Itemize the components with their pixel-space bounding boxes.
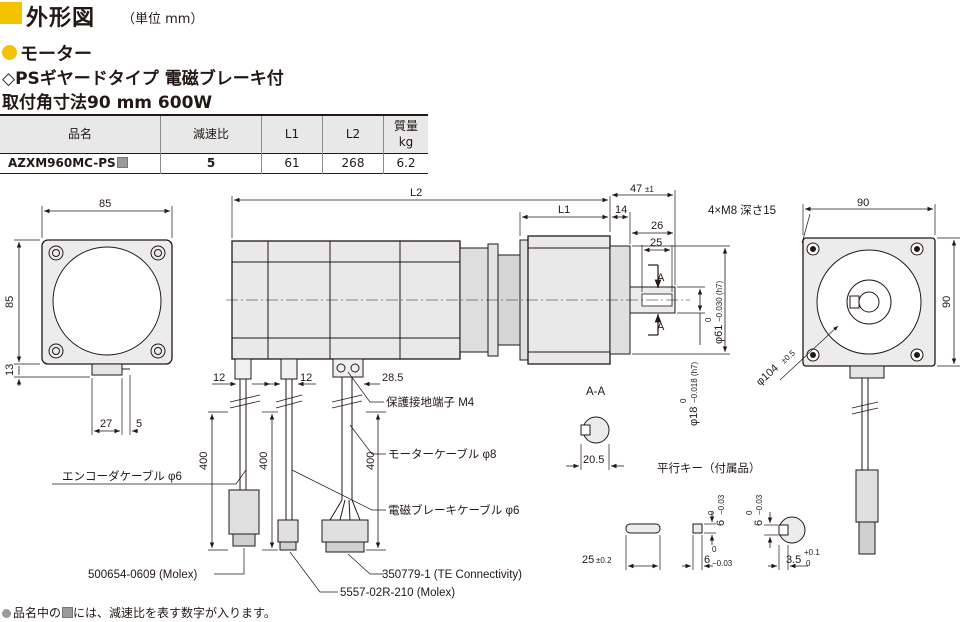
dim-left-width: 85	[99, 198, 111, 210]
col-mass-label: 質量	[393, 119, 418, 134]
dim-key-w1: 6	[704, 554, 710, 566]
col-mass-unit: kg	[398, 135, 414, 150]
footnote-text: 品名中の	[13, 606, 62, 620]
right-end-view	[779, 204, 960, 555]
footnote: 品名中のには、減速比を表す数字が入ります。	[2, 604, 276, 621]
dim-key-h: 6	[753, 520, 765, 526]
callout-brake-cable: 電磁ブレーキケーブル φ6	[388, 503, 519, 517]
cell-mass: 6.2	[383, 153, 428, 173]
dim-pcd-tol: ±0.5	[779, 348, 797, 365]
callout-motor-cable: モーターケーブル φ8	[388, 447, 496, 461]
key-title: 平行キー（付属品）	[657, 462, 761, 475]
dim-key-h-tol-lower: −0.03	[755, 494, 764, 515]
dim-left-conn: 27	[100, 418, 112, 430]
dim-47-tol: ±1	[645, 185, 654, 194]
cell-model: AZXM960MC-PS	[0, 153, 161, 173]
dim-phi61-tol-lower: −0.030 (h7)	[715, 281, 724, 322]
dim-phi18: φ18	[688, 407, 700, 426]
col-l1: L1	[261, 115, 323, 153]
ratio-placeholder-icon	[62, 607, 74, 618]
product-subtype: ◇PSギヤードタイプ 電磁ブレーキ付	[2, 69, 284, 89]
dim-right-height: 90	[941, 296, 953, 308]
dim-phi18-tol-upper: 0	[679, 398, 688, 403]
section-heading: モーター	[20, 44, 92, 65]
dim-key-w2: 6	[715, 520, 727, 526]
col-model: 品名	[67, 127, 92, 142]
dim-12a: 12	[213, 372, 225, 384]
dim-key-len-tol: ±0.2	[596, 556, 612, 565]
dim-key-len: 25	[582, 554, 594, 566]
section-aa-title: A-A	[586, 386, 606, 398]
dim-key-w2-tol-lower: −0.03	[717, 494, 726, 515]
dim-l1: L1	[558, 204, 570, 216]
dim-right-width: 90	[857, 197, 869, 209]
dim-12b: 12	[300, 372, 312, 384]
mount-size: 取付角寸法90 mm 600W	[2, 93, 213, 113]
section-mark-a-top: A	[657, 272, 665, 284]
section-aa-view	[566, 416, 624, 470]
dim-26: 26	[651, 220, 663, 232]
dim-pcd: φ104	[754, 362, 781, 388]
footnote-text-tail: には、減速比を表す数字が入ります。	[73, 606, 276, 620]
dim-left-conn2: 5	[136, 418, 142, 430]
footnote-bullet-icon	[2, 609, 11, 618]
unit-note: （単位 mm）	[122, 12, 204, 27]
cell-l1: 61	[261, 153, 323, 173]
dim-key-w1-tol-lower: −0.03	[712, 559, 733, 568]
dim-l2: L2	[410, 187, 422, 199]
dim-left-height: 85	[4, 296, 16, 308]
dim-14: 14	[615, 204, 627, 216]
cell-l2: 268	[322, 153, 384, 173]
title-marker	[0, 2, 22, 24]
side-view	[52, 190, 730, 593]
dim-phi61: φ61	[713, 325, 725, 344]
table-row: AZXM960MC-PS 5 61 268 6.2	[0, 153, 428, 173]
dim-key-depth: 3.5	[786, 554, 801, 566]
col-l2: L2	[322, 115, 384, 153]
dim-28-5: 28.5	[382, 372, 403, 384]
cell-model-text: AZXM960MC-PS	[8, 156, 116, 170]
dim-phi61-tol-upper: 0	[704, 317, 713, 322]
left-end-view	[14, 206, 173, 435]
dim-47: 47	[630, 183, 642, 195]
dim-key-depth-tol-lower: 0	[806, 559, 811, 568]
section-mark-a-bottom: A	[657, 321, 665, 333]
dim-25: 25	[650, 237, 662, 249]
dim-key-depth-tol-upper: +0.1	[804, 548, 820, 557]
dim-cable-400b: 400	[258, 452, 270, 470]
callout-conn-molex2: 5557-02R-210 (Molex)	[340, 587, 455, 599]
parallel-key-view	[625, 512, 808, 570]
dim-phi18-tol-lower: −0.018 (h7)	[690, 362, 699, 403]
dim-key-w1-tol-upper: 0	[712, 545, 717, 554]
dim-key-h-tol-upper: 0	[745, 510, 754, 515]
callout-conn-molex1: 500654-0609 (Molex)	[88, 569, 197, 581]
dim-aa: 20.5	[583, 454, 604, 466]
dim-right-holes: 4×M8 深さ15	[708, 203, 776, 217]
callout-encoder-cable: エンコーダケーブル φ6	[62, 469, 182, 483]
callout-ground: 保護接地端子 M4	[386, 395, 475, 409]
dim-key-w2-tol-upper: 0	[707, 510, 716, 515]
dim-cable-400c: 400	[365, 452, 377, 470]
cell-ratio: 5	[160, 153, 262, 173]
callout-conn-te: 350779-1 (TE Connectivity)	[382, 569, 522, 581]
dim-left-offset: 13	[4, 364, 16, 376]
ratio-placeholder-icon	[116, 157, 128, 168]
page-title: 外形図	[26, 6, 96, 31]
section-bullet-icon	[2, 45, 17, 60]
col-ratio: 減速比	[160, 115, 262, 153]
dim-cable-400a: 400	[198, 452, 210, 470]
